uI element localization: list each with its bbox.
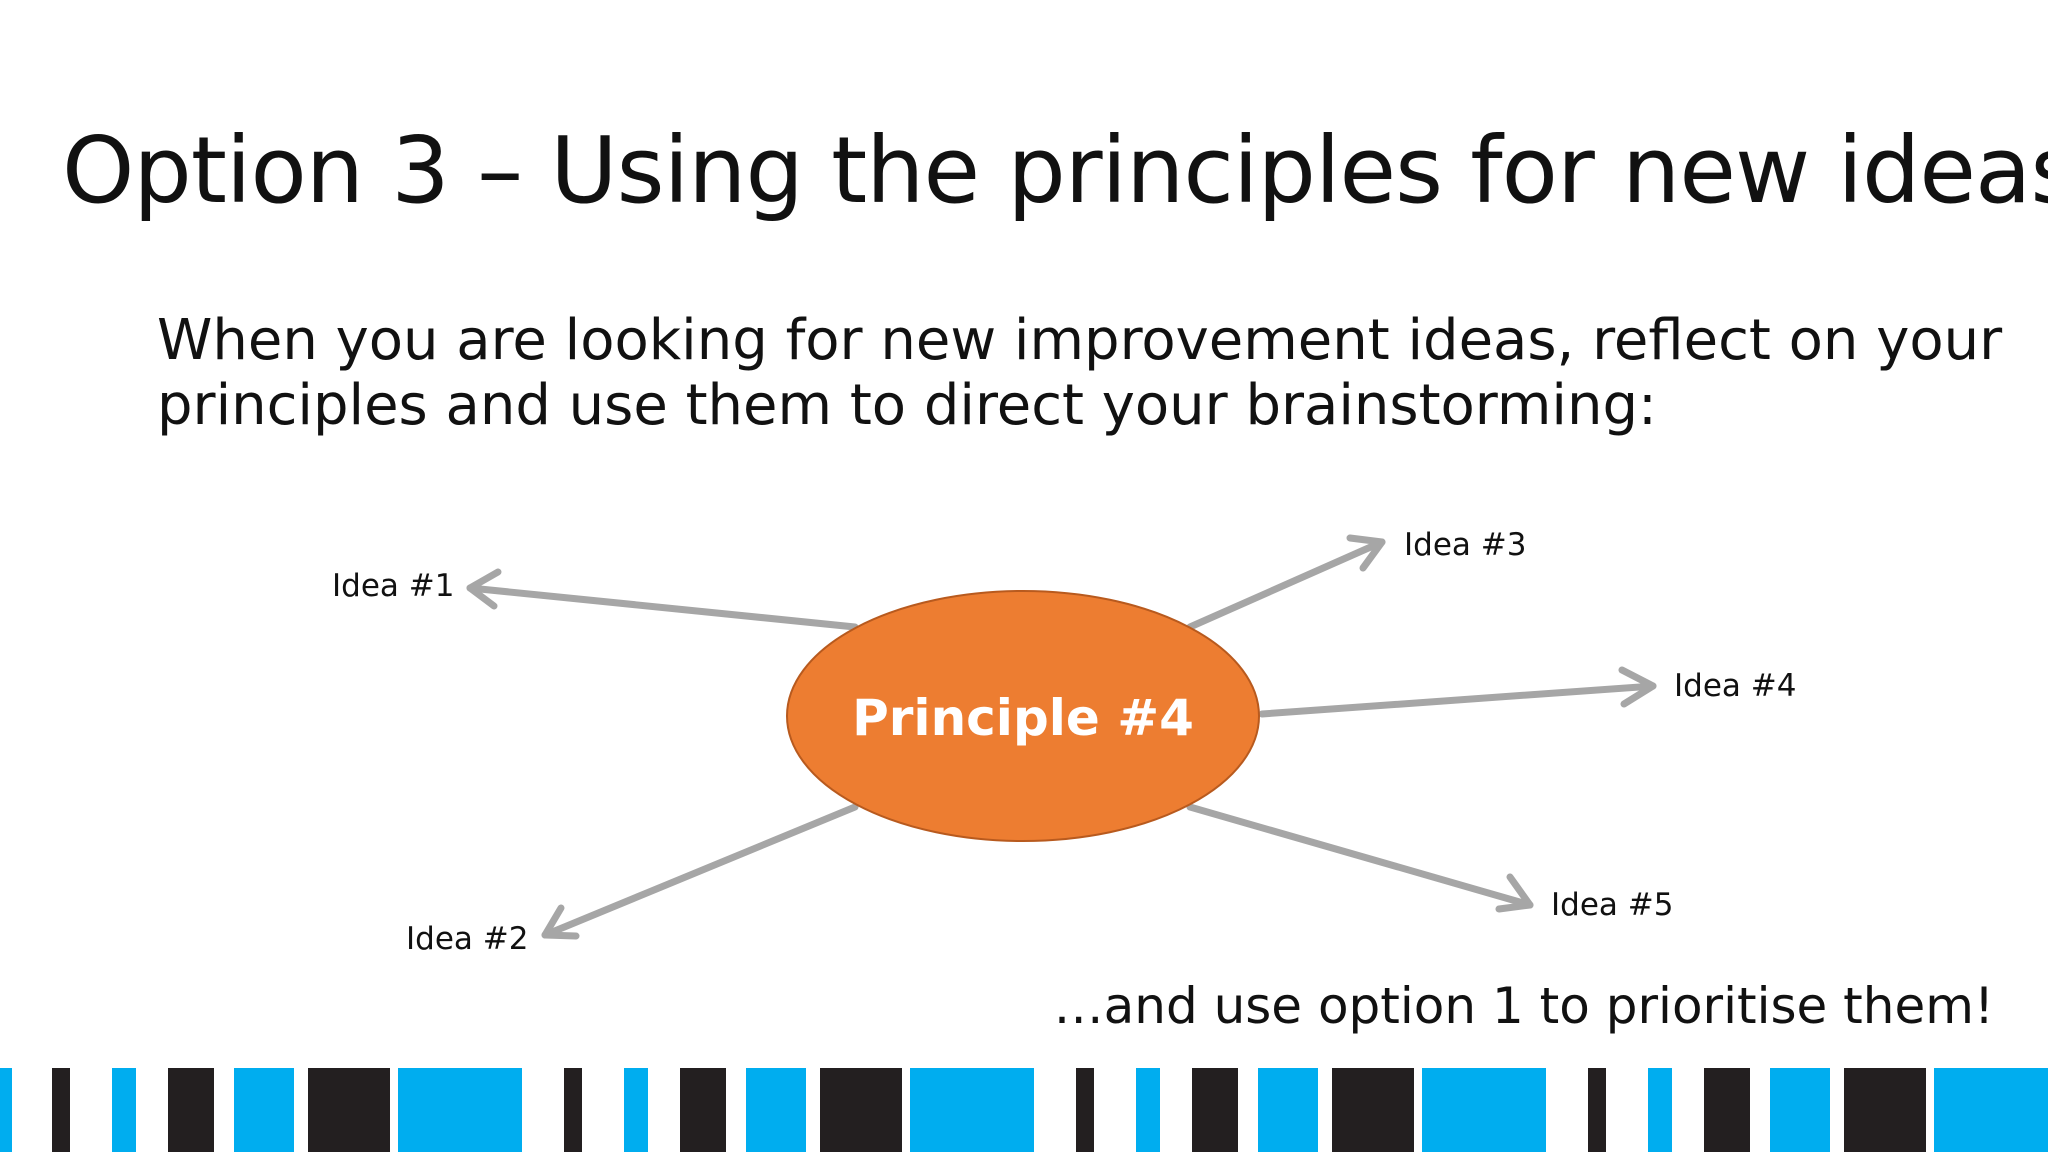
slide-body-text: When you are looking for new improvement… — [157, 308, 2002, 438]
principle-label: Principle #4 — [852, 689, 1194, 747]
arrow-to-idea-5 — [1186, 803, 1534, 913]
slide-title: Option 3 – Using the principles for new … — [62, 117, 2048, 224]
body-line-1: When you are looking for new improvement… — [157, 308, 2003, 373]
idea-label-5: Idea #5 — [1551, 887, 1673, 923]
stripe-pattern — [0, 1068, 2048, 1152]
footer-note: …and use option 1 to prioritise them! — [1053, 977, 1994, 1035]
decorative-stripe-band — [0, 1068, 2048, 1152]
idea-label-1: Idea #1 — [332, 568, 454, 604]
arrow-to-idea-2 — [541, 803, 859, 940]
arrow-to-idea-4 — [1258, 666, 1657, 718]
principle-ellipse — [786, 590, 1260, 842]
idea-label-2: Idea #2 — [406, 921, 528, 957]
arrows — [466, 534, 1657, 940]
arrow-to-idea-1 — [466, 568, 859, 631]
idea-label-4: Idea #4 — [1674, 668, 1796, 704]
arrow-to-idea-3 — [1186, 534, 1386, 631]
idea-label-3: Idea #3 — [1404, 527, 1526, 563]
body-line-2: principles and use them to direct your b… — [157, 373, 1657, 438]
